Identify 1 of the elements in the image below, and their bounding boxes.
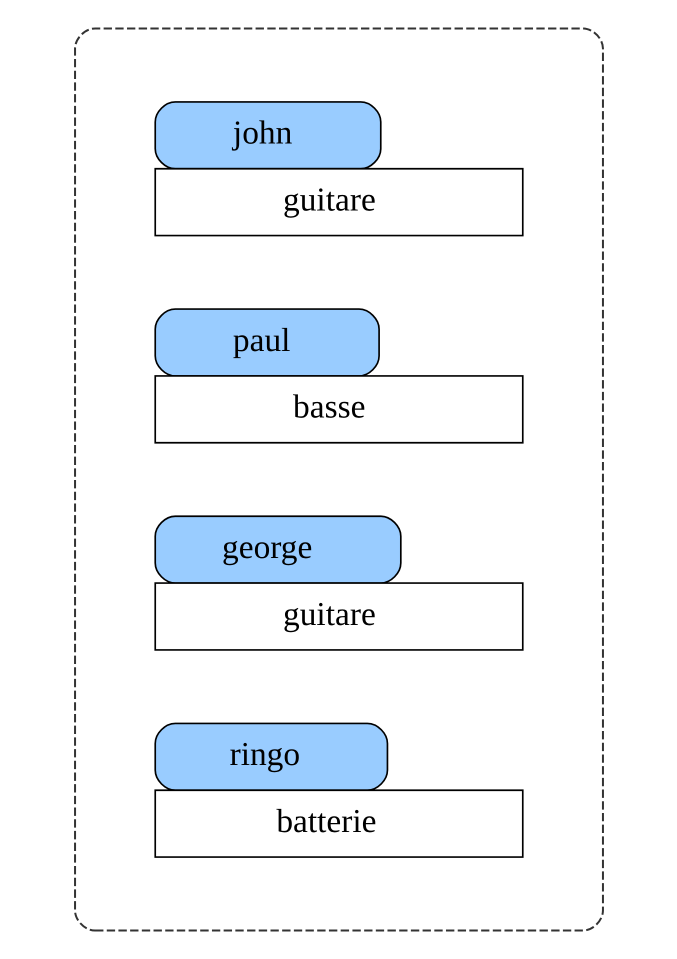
cluster — [74, 27, 604, 932]
